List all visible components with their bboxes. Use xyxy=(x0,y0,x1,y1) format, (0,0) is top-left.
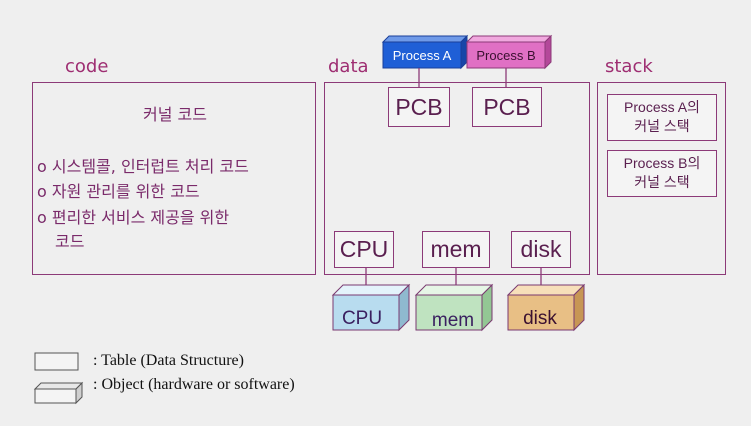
disk-device-object: disk xyxy=(506,283,586,332)
pcb-b-table: PCB xyxy=(472,87,542,127)
stack-line: 커널 스택 xyxy=(634,118,690,134)
legend-object-icon xyxy=(33,381,84,405)
process-a-object: Process A xyxy=(381,34,469,70)
code-section-label: code xyxy=(65,56,109,77)
kernel-code-title: 커널 코드 xyxy=(143,105,207,124)
disk-device-label: disk xyxy=(523,308,557,329)
stack-section-label: stack xyxy=(605,56,653,77)
legend-table-icon xyxy=(34,352,79,371)
mem-table: mem xyxy=(422,231,490,268)
process-b-object: Process B xyxy=(465,34,553,70)
bullet: o xyxy=(37,182,47,201)
stack-line: Process B의 xyxy=(623,155,701,171)
data-panel xyxy=(324,82,590,275)
process-b-kernel-stack: Process B의 커널 스택 xyxy=(607,150,717,197)
mem-device-label: mem xyxy=(432,310,474,331)
data-section-label: data xyxy=(328,56,369,77)
stack-line: 커널 스택 xyxy=(634,174,690,190)
pcb-a-table: PCB xyxy=(388,87,450,127)
list-item: o 자원 관리를 위한 코드 xyxy=(37,178,200,202)
cpu-device-object: CPU xyxy=(331,283,411,332)
mem-device-object: mem xyxy=(414,283,494,332)
legend-table-text: : Table (Data Structure) xyxy=(93,352,244,369)
cpu-device-label: CPU xyxy=(342,308,382,329)
bullet: o xyxy=(37,208,47,227)
list-item: o 시스템콜, 인터럽트 처리 코드 xyxy=(37,153,249,177)
list-item-text: 편리한 서비스 제공을 위한 xyxy=(51,208,230,227)
stack-panel xyxy=(597,82,726,275)
cpu-table: CPU xyxy=(334,231,394,268)
list-item-continuation: 코드 xyxy=(55,232,85,251)
stack-line: Process A의 xyxy=(624,99,700,115)
legend-object-text: : Object (hardware or software) xyxy=(93,376,295,393)
code-panel: 커널 코드 o 시스템콜, 인터럽트 처리 코드 o 자원 관리를 위한 코드 … xyxy=(32,82,316,275)
list-item-text: 시스템콜, 인터럽트 처리 코드 xyxy=(51,157,249,176)
disk-table: disk xyxy=(511,231,571,268)
process-a-kernel-stack: Process A의 커널 스택 xyxy=(607,94,717,141)
bullet: o xyxy=(37,157,47,176)
list-item: o 편리한 서비스 제공을 위한 xyxy=(37,204,229,228)
list-item-text: 자원 관리를 위한 코드 xyxy=(51,182,200,201)
process-b-label: Process B xyxy=(476,48,535,63)
process-a-label: Process A xyxy=(393,48,452,63)
